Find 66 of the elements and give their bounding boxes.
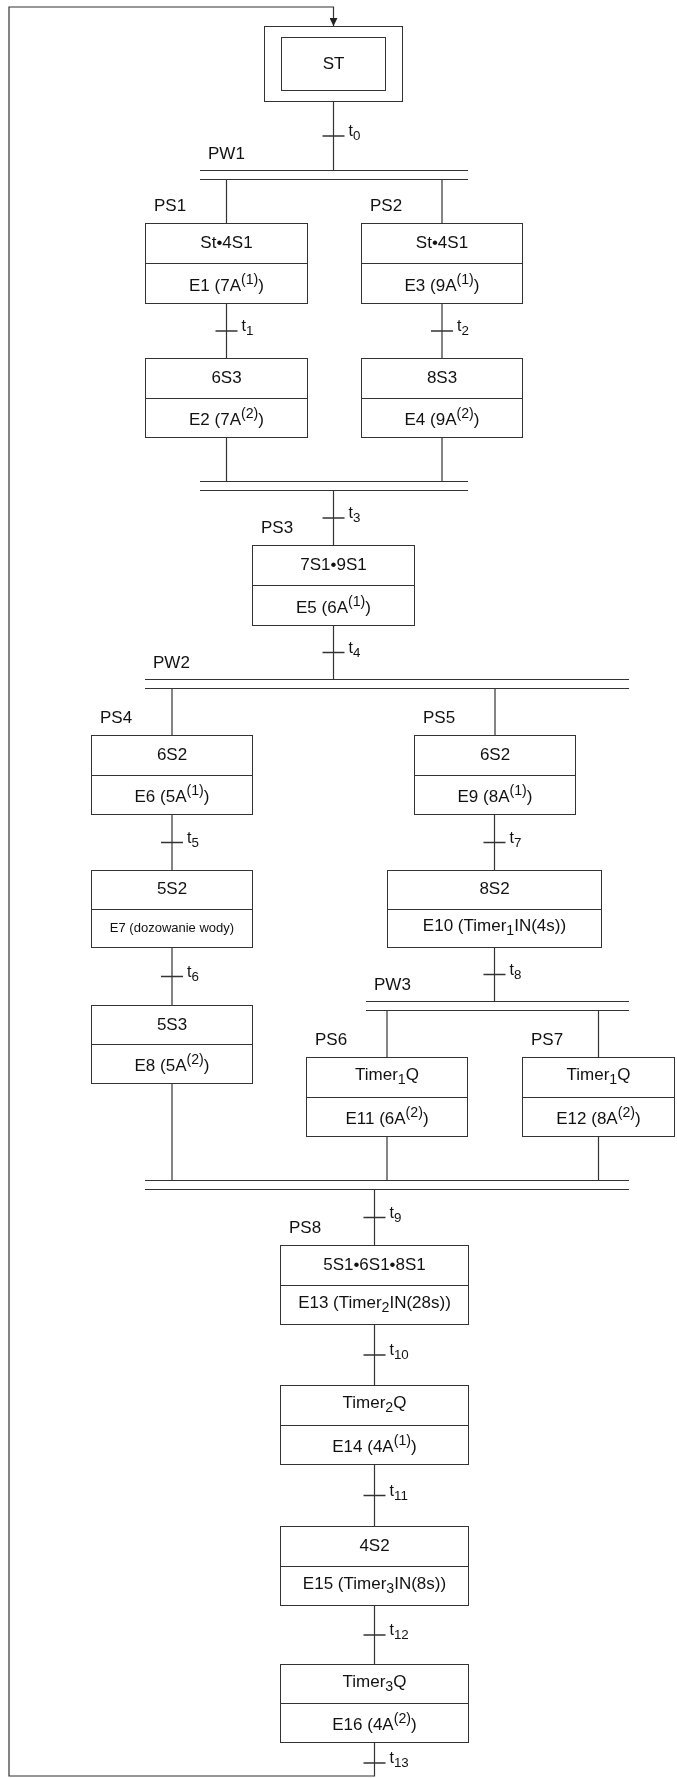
- action-text: E1 (7A$^{(1)}$): [189, 271, 264, 296]
- action-text: E7 (dozowanie wody): [109, 921, 235, 936]
- action-text: E2 (7A$^{(2)}$): [189, 406, 264, 430]
- parallel-bar: [200, 481, 468, 491]
- condition-text: 7S1•9S1: [300, 556, 367, 575]
- condition-text: 4S2: [359, 1536, 390, 1556]
- step-box: [280, 1245, 469, 1325]
- step-box: [91, 735, 253, 815]
- parallel-bar: [200, 170, 468, 180]
- action-text: E8 (5A$^{(2)}$): [134, 1052, 210, 1076]
- step-box: [522, 1057, 675, 1137]
- step-number: PS1: [154, 196, 187, 216]
- step-box: [280, 1385, 469, 1465]
- action-text: E13 (Timer$_{2}$IN(28s)): [298, 1293, 451, 1316]
- condition-text: 5S2: [156, 880, 188, 900]
- condition-text: 6S3: [211, 368, 242, 388]
- condition-text: 6S2: [156, 745, 188, 765]
- step-box: [361, 358, 523, 438]
- step-box: [387, 870, 602, 948]
- action-text: E10 (Timer$_{1}$IN(4s)): [422, 917, 567, 940]
- action-text: E11 (6A$^{(2)}$): [345, 1105, 429, 1129]
- step-box: [91, 1005, 253, 1084]
- condition-text: 8S3: [426, 368, 458, 388]
- action-text: E12 (8A$^{(2)}$): [556, 1105, 641, 1129]
- step-box: [252, 545, 415, 626]
- branch-label: PW1: [208, 144, 245, 164]
- step-number: PS6: [315, 1030, 348, 1050]
- condition-text: 6S2: [479, 745, 511, 765]
- step-number: PS4: [100, 708, 133, 728]
- condition-text: Timer$_{3}$Q: [342, 1673, 407, 1695]
- action-text: E15 (Timer$_{3}$IN(8s)): [302, 1574, 447, 1597]
- step-number: PS5: [423, 708, 456, 728]
- condition-text: Timer$_{1}$Q: [566, 1066, 631, 1089]
- condition-text: St•4S1: [415, 234, 469, 253]
- initial-step-box: [264, 26, 403, 102]
- action-text: E14 (4A$^{(1)}$): [332, 1433, 417, 1457]
- step-box: [280, 1664, 469, 1743]
- step-box: [280, 1526, 469, 1606]
- condition-text: 5S3: [156, 1015, 188, 1035]
- step-box: [361, 223, 523, 304]
- parallel-bar: [145, 1180, 629, 1190]
- step-label: ST: [322, 54, 345, 74]
- action-text: E4 (9A$^{(2)}$): [404, 406, 480, 430]
- branch-label: PW2: [153, 653, 190, 673]
- action-text: E3 (9A$^{(1)}$): [404, 271, 480, 296]
- action-text: E16 (4A$^{(2)}$): [332, 1711, 417, 1735]
- action-text: E5 (6A$^{(1)}$): [296, 593, 371, 618]
- condition-text: St•4S1: [200, 234, 253, 253]
- step-number: PS2: [370, 196, 403, 216]
- step-box: [306, 1057, 468, 1137]
- step-box: [91, 870, 253, 948]
- action-text: E6 (5A$^{(1)}$): [134, 783, 210, 807]
- action-text: E9 (8A$^{(1)}$): [457, 783, 533, 807]
- condition-text: Timer$_{1}$Q: [355, 1066, 419, 1089]
- step-number: PS8: [289, 1218, 322, 1238]
- condition-text: 5S1•6S1•8S1: [323, 1255, 426, 1275]
- condition-text: Timer$_{2}$Q: [342, 1394, 407, 1417]
- step-number: PS7: [531, 1030, 564, 1050]
- step-box: [145, 358, 308, 438]
- condition-text: 8S2: [479, 880, 510, 900]
- branch-label: PW3: [374, 975, 411, 995]
- step-box: [414, 735, 576, 815]
- step-number: PS3: [261, 518, 294, 538]
- parallel-bar: [366, 1001, 629, 1011]
- parallel-bar: [145, 679, 629, 689]
- step-box: [145, 223, 308, 304]
